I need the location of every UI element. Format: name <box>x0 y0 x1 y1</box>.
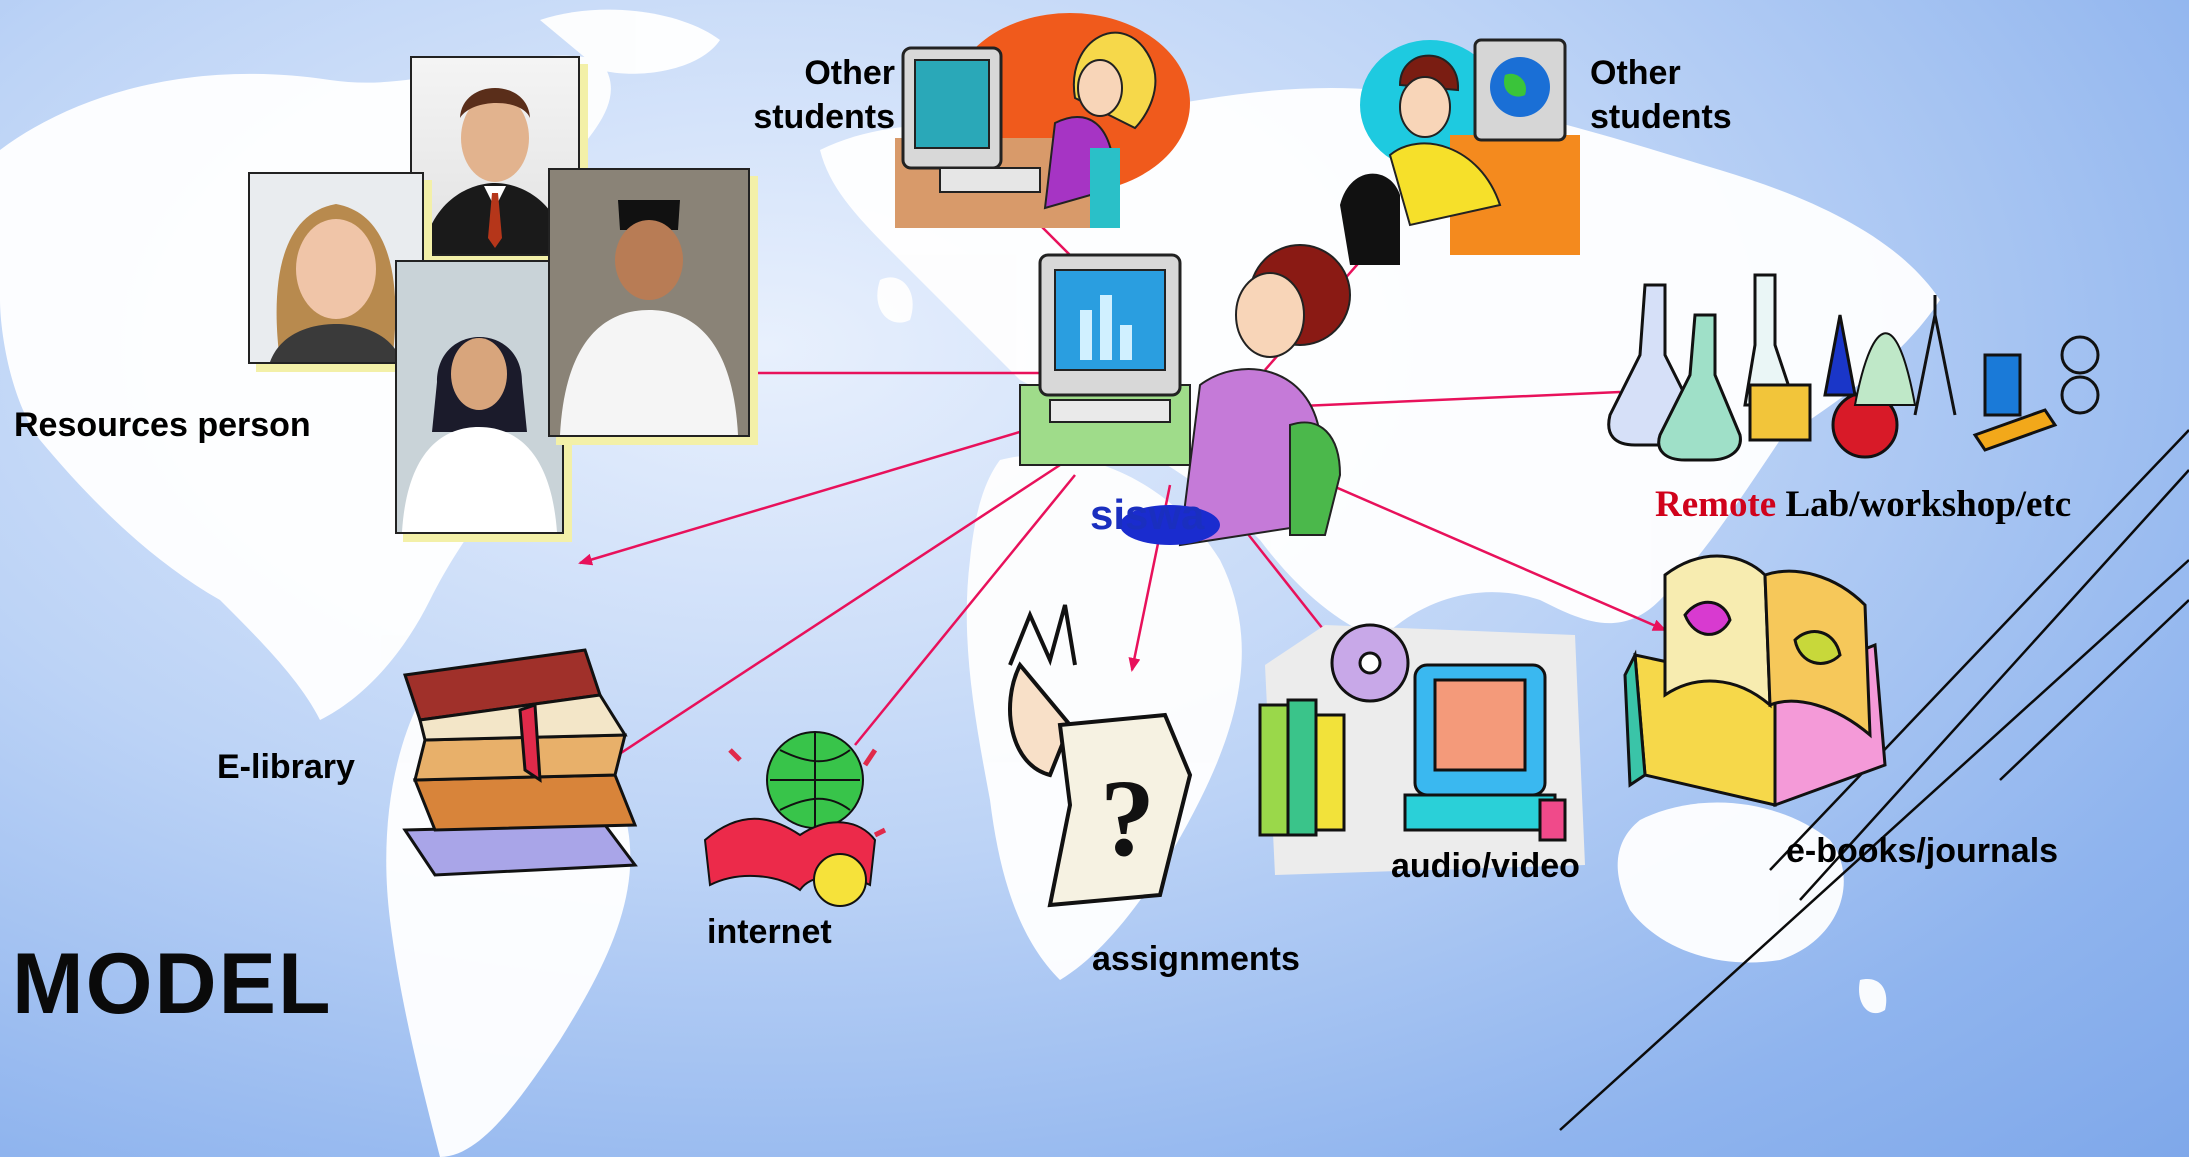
svg-text:?: ? <box>1100 757 1155 879</box>
label-assignments: assignments <box>1092 940 1300 978</box>
remote-lab-rest: Lab/workshop/etc <box>1776 484 2072 525</box>
arrow-to-elibrary <box>593 463 1061 772</box>
label-remote-lab: Remote Lab/workshop/etc <box>1655 481 2071 528</box>
label-elibrary: E-library <box>217 748 355 786</box>
label-resources-person: Resources person <box>14 406 311 444</box>
label-other-students-left: Other students <box>740 52 895 139</box>
line-to-lab <box>1254 390 1621 410</box>
label-ebooks-journals: e-books/journals <box>1786 832 2059 870</box>
line-to-internet <box>854 474 1076 746</box>
remote-lab-prefix: Remote <box>1655 484 1777 525</box>
person-photo-icon <box>548 168 750 437</box>
label-audio-video: audio/video <box>1391 847 1580 885</box>
person-photo-icon <box>395 260 564 534</box>
other-students-left-text: Other students <box>753 54 895 136</box>
label-other-students-right: Other students <box>1590 52 1732 139</box>
other-students-right-text: Other students <box>1590 54 1732 136</box>
arrow-to-map <box>578 418 1061 566</box>
label-internet: internet <box>707 913 832 951</box>
center-label-siswa: siswa <box>1090 491 1205 538</box>
person-photo-icon <box>248 172 424 364</box>
slide-title: MODEL <box>12 936 333 1032</box>
